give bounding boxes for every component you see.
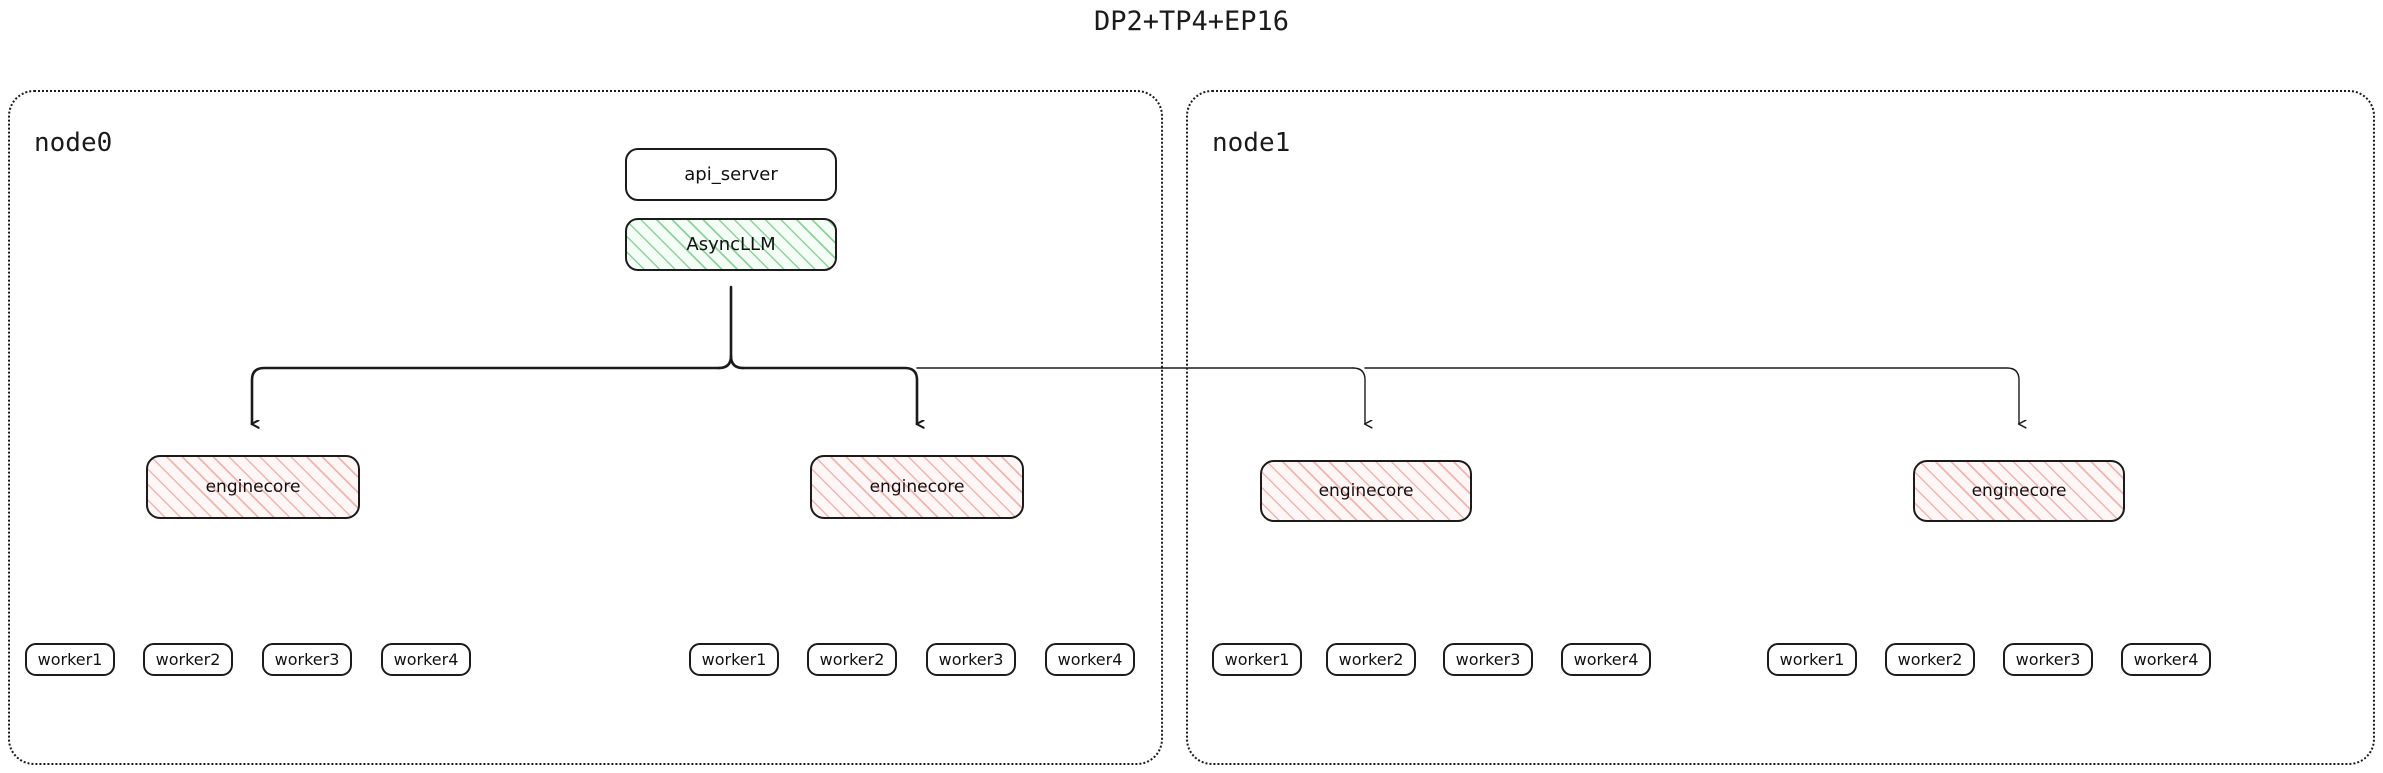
- worker-box[interactable]: worker1: [25, 643, 115, 676]
- worker-box[interactable]: worker1: [1212, 643, 1302, 676]
- worker-box[interactable]: worker2: [143, 643, 233, 676]
- worker-box[interactable]: worker2: [807, 643, 897, 676]
- async-llm-box[interactable]: AsyncLLM: [625, 218, 837, 271]
- enginecore-box[interactable]: enginecore: [1260, 460, 1472, 522]
- worker-box[interactable]: worker1: [1767, 643, 1857, 676]
- worker-box[interactable]: worker4: [1561, 643, 1651, 676]
- node-container-node1: [1186, 90, 2375, 765]
- node-container-node0: [8, 90, 1163, 765]
- worker-box[interactable]: worker4: [381, 643, 471, 676]
- worker-box[interactable]: worker3: [926, 643, 1016, 676]
- worker-box[interactable]: worker4: [1045, 643, 1135, 676]
- worker-box[interactable]: worker4: [2121, 643, 2211, 676]
- worker-box[interactable]: worker3: [262, 643, 352, 676]
- node-label-node0: node0: [34, 128, 113, 158]
- enginecore-box[interactable]: enginecore: [810, 455, 1024, 519]
- api-server-box[interactable]: api_server: [625, 148, 837, 201]
- worker-box[interactable]: worker3: [1443, 643, 1533, 676]
- worker-box[interactable]: worker3: [2003, 643, 2093, 676]
- enginecore-box[interactable]: enginecore: [146, 455, 360, 519]
- page-title: DP2+TP4+EP16: [1093, 6, 1290, 37]
- enginecore-box[interactable]: enginecore: [1913, 460, 2125, 522]
- worker-box[interactable]: worker2: [1326, 643, 1416, 676]
- worker-box[interactable]: worker1: [689, 643, 779, 676]
- worker-box[interactable]: worker2: [1885, 643, 1975, 676]
- node-label-node1: node1: [1212, 128, 1291, 158]
